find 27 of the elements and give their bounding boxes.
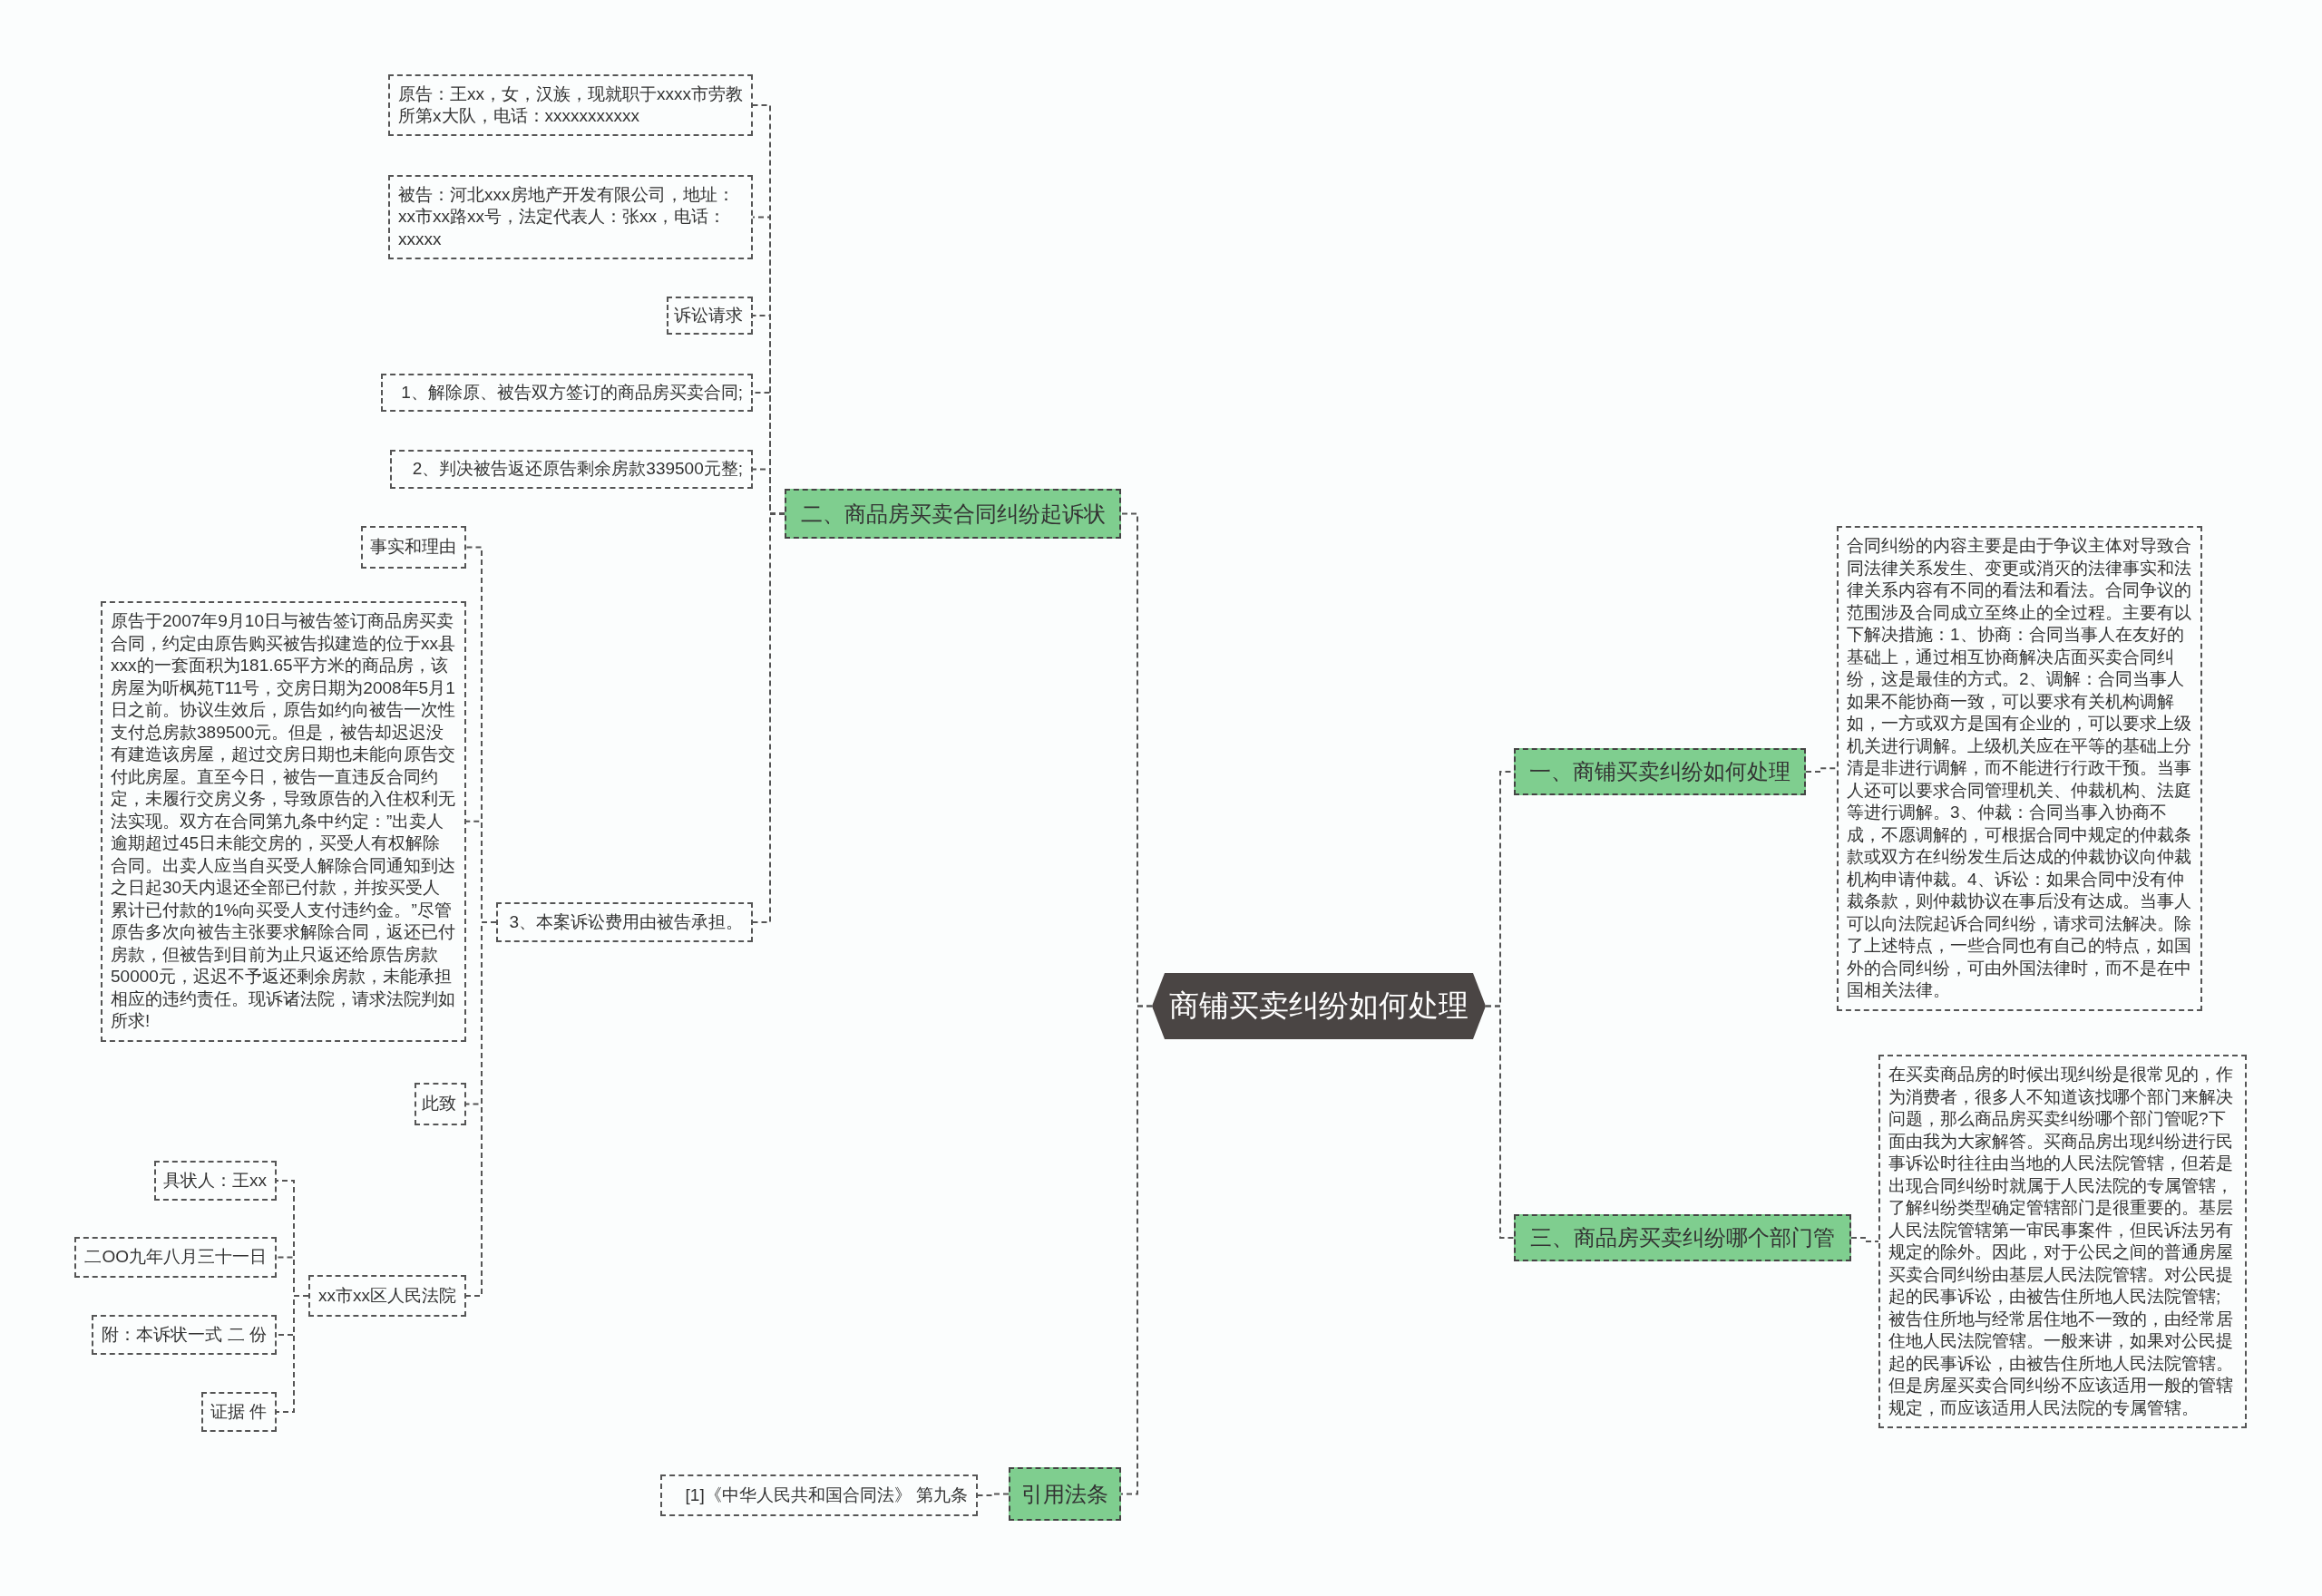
note-box: 2、判决被告返还原告剩余房款339500元整; xyxy=(390,450,753,489)
note-box: 3、本案诉讼费用由被告承担。 xyxy=(496,902,753,942)
note-box: [1]《中华人民共和国合同法》 第九条 xyxy=(660,1474,978,1516)
note-box: 诉讼请求 xyxy=(667,297,753,335)
note-box: 具状人：王xx xyxy=(154,1161,277,1201)
note-box: 在买卖商品房的时候出现纠纷是很常见的，作为消费者，很多人不知道该找哪个部门来解决问题，那么商品房买卖纠纷哪个部门管呢?下面由我为大家解答。买商品房出现纠纷进行民事诉讼时往往由当地的人民法院管辖，但若是出现合同纠纷时就属于人民法院的专属管辖，了解纠纷类型确定管辖部门是很重要的。基层人民法院管辖第一审民事案件，但民诉法另有规定的除外。因此，对于公民之间的普通房屋买卖合同纠纷由基层人民法院管辖。对公民提起的民事诉讼，由被告住所地人民法院管辖;被告住所地与经常居住地不一致的，由经常居住地人民法院管辖。一般来讲，如果对公民提起的民事诉讼，由被告住所地人民法院管辖。但是房屋买卖合同纠纷不应该适用一般的管辖规定，而应该适用人民法院的专属管辖。 xyxy=(1878,1055,2247,1428)
note-box: xx市xx区人民法院 xyxy=(308,1275,466,1317)
connector-line xyxy=(1485,1005,1515,1239)
note-box: 事实和理由 xyxy=(361,526,466,569)
connector-line xyxy=(1805,767,1838,773)
connector-line xyxy=(276,1295,309,1413)
topic-box: 引用法条 xyxy=(1009,1467,1121,1521)
note-box: 合同纠纷的内容主要是由于争议主体对导致合同法律关系发生、变更或消灭的法律事实和法律关系内容有不同的看法和看法。合同争议的范围涉及合同成立至终止的全过程。主要有以下解决措施：1、协商：合同当事人在友好的基础上，通过相互协商解决店面买卖合同纠纷，这是最佳的方式。2、调解：合同当事人如果不能协商一致，可以要求有关机构调解如，一方或双方是国有企业的，可以要求上级机关进行调解。上级机关应在平等的基础上分清是非进行调解，而不能进行行政干预。当事人还可以要求合同管理机关、仲裁机构、法庭等进行调解。3、仲裁：合同当事入协商不成，不愿调解的，可根据合同中规定的仲裁条款或双方在纠纷发生后达成的仲裁协议向仲裁机构申请仲裁。4、诉讼：如果合同中没有仲裁条款，则仲裁协议在事后没有达成。当事人可以向法院起诉合同纠纷，请求司法解决。除了上述特点，一些合同也有自己的特点，如国外的合同纠纷，可由外国法律时，而不是在中国相关法律。 xyxy=(1837,526,2202,1011)
note-box: 1、解除原、被告双方签订的商品房买卖合同; xyxy=(381,374,753,412)
note-box: 原告：王xx，女，汉族，现就职于xxxx市劳教所第x大队，电话：xxxxxxxxxxx xyxy=(388,74,753,136)
note-box: 被告：河北xxx房地产开发有限公司，地址：xx市xx路xx号，法定代表人：张xx，电话：xxxxx xyxy=(388,175,753,259)
note-box: 原告于2007年9月10日与被告签订商品房买卖合同，约定由原告购买被告拟建造的位于xx县xxx的一套面积为181.65平方米的商品房，该房屋为听枫苑T11号，交房日期为2008年5月1日之前。协议生效后，原告如约向被告一次性支付总房款389500元。但是，被告却迟迟没有建造该房屋，超过交房日期也未能向原告交付此房屋。直至今日，被告一直违反合同约定，未履行交房义务，导致原告的入住权利无法实现。双方在合同第九条中约定：”出卖人逾期超过45日未能交房的，买受人有权解除合同。出卖人应当自买受人解除合同通知到达之日起30天内退还全部已付款，并按买受人累计已付款的1%向买受人支付违约金。”尽管原告多次向被告主张要求解除合同，返还已付房款，但被告到目前为止只返还给原告房款50000元，迟迟不予返还剩余房款，未能承担相应的违约责任。现诉诸法院，请求法院判如所求! xyxy=(101,601,466,1042)
note-box: 二OO九年八月三十一日 xyxy=(74,1237,277,1278)
connector-line xyxy=(977,1493,1010,1496)
topic-box: 三、商品房买卖纠纷哪个部门管 xyxy=(1514,1214,1851,1261)
topic-box: 二、商品房买卖合同纠纷起诉状 xyxy=(785,489,1121,539)
central-topic: 商铺买卖纠纷如何处理 xyxy=(1152,973,1486,1039)
note-box: 附：本诉状一式 二 份 xyxy=(92,1315,277,1355)
note-box: 此致 xyxy=(415,1083,466,1125)
connector-line xyxy=(1850,1237,1879,1242)
topic-box: 一、商铺买卖纠纷如何处理 xyxy=(1514,748,1806,795)
note-box: 证据 件 xyxy=(201,1392,277,1432)
